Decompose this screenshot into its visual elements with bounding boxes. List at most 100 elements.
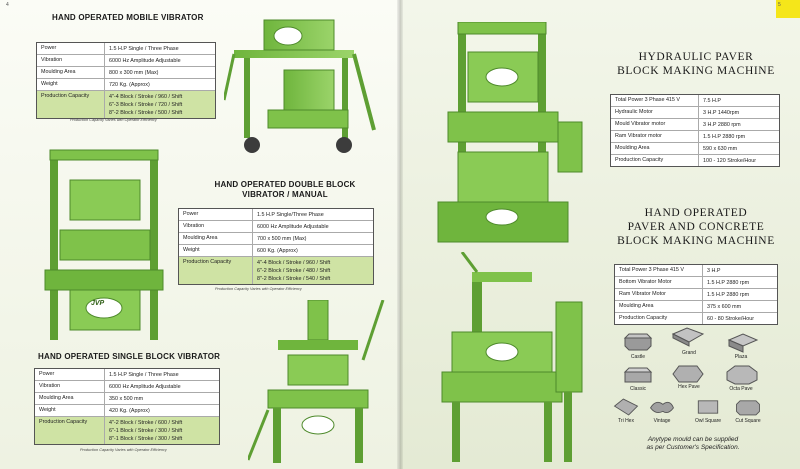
mould-label-plaza: Plaza	[734, 354, 748, 360]
spec-key: Total Power 3 Phase 415 V	[611, 95, 699, 106]
spec-key: Ram Vibrator motor	[611, 131, 699, 142]
spec-row: Ram Vibrator motor 1.5 H.P 2880 rpm	[611, 131, 779, 143]
single-block-machine-image	[248, 300, 385, 463]
spec-value-line: 4"-2 Block / Stroke / 600 / Shift	[109, 419, 183, 426]
spec-value: 7.5 H.P	[699, 95, 779, 106]
mould-classic-image	[623, 367, 653, 383]
mould-label-owl-square: Owl Square	[694, 418, 722, 424]
spec-value-line: 1.5 H.P Single / Three Phase	[109, 371, 179, 378]
spec-key: Production Capacity	[179, 257, 253, 284]
spec-value: 590 x 630 mm	[699, 143, 779, 154]
spec-value: 3 H.P 2880 rpm	[699, 119, 779, 130]
paver-title-line3: BLOCK MAKING MACHINE	[617, 235, 775, 247]
spec-key: Weight	[35, 405, 105, 416]
spec-value-line: 1.5 H.P 2880 rpm	[703, 133, 746, 140]
right-page-number: 5	[778, 2, 781, 8]
spec-value: 6000 Hz Amplitude Adjustable	[253, 221, 373, 232]
spec-value-line: 8"-2 Block / Stroke / 500 / Shift	[109, 109, 183, 116]
spec-value: 6000 Hz Amplitude Adjustable	[105, 55, 215, 66]
spec-value: 1.5 H.P Single / Three Phase	[105, 43, 215, 54]
spec-value: 720 Kg. (Approx)	[105, 79, 215, 90]
spec-key: Ram Vibrator Motor	[615, 289, 703, 300]
paver-title-line1: HAND OPERATED	[644, 207, 748, 219]
spec-value-line: 1.5 H.P 2880 rpm	[707, 291, 750, 298]
spec-value-line: 350 x 500 mm	[109, 395, 144, 402]
spec-value: 600 Kg. (Approx)	[253, 245, 373, 256]
spec-key: Mould Vibrator motor	[611, 119, 699, 130]
spec-value: 420 Kg. (Approx)	[105, 405, 219, 416]
mould-label-octa-pave: Octa Pave	[729, 386, 753, 392]
spec-value: 6000 Hz Amplitude Adjustable	[105, 381, 219, 392]
spec-value: 100 - 120 Stroke/Hour	[699, 155, 779, 166]
spec-row: Ram Vibrator Motor 1.5 H.P 2880 rpm	[615, 289, 777, 301]
spec-row: Moulding Area 350 x 500 mm	[35, 393, 219, 405]
mould-label-cut-square: Cut Square	[735, 418, 761, 424]
spec-value-line: 3 H.P 1440rpm	[703, 109, 740, 116]
mould-footnote-line1: Anytype mould can be supplied	[647, 436, 739, 443]
spec-key: Vibration	[179, 221, 253, 232]
double-block-note: Production Capacity Varies with Operator…	[215, 287, 302, 291]
hydraulic-spec-table: Total Power 3 Phase 415 V 7.5 H.P Hydrauli…	[610, 94, 780, 167]
mould-grand-image	[671, 327, 705, 347]
spec-key: Moulding Area	[37, 67, 105, 78]
spec-value-line: 4"-4 Block / Stroke / 960 / Shift	[257, 259, 331, 266]
mould-owl-square-image	[697, 400, 719, 414]
mobile-vibrator-note: Production Capacity Varies with Operator…	[70, 118, 157, 122]
spec-key: Total Power 3 Phase 415 V	[615, 265, 703, 276]
spec-value-line: 7.5 H.P	[703, 97, 721, 104]
page-gutter	[397, 0, 403, 469]
mould-plaza-image	[727, 333, 759, 353]
hydraulic-title-line1: HYDRAULIC PAVER	[638, 51, 754, 63]
mould-label-classic: Classic	[629, 386, 647, 392]
hydraulic-paver-machine-image	[437, 22, 583, 243]
mould-label-vintage: Vintage	[653, 418, 671, 424]
mould-label-tri-hex: Tri Hex	[618, 418, 634, 424]
spec-key: Vibration	[35, 381, 105, 392]
spec-value: 1.5 H.P 2880 rpm	[699, 131, 779, 142]
spec-value-line: 4"-4 Block / Stroke / 960 / Shift	[109, 93, 183, 100]
spec-key: Weight	[37, 79, 105, 90]
mould-octa-pave-image	[726, 365, 758, 385]
spec-value-line: 60 - 80 Stroke/Hour	[707, 315, 755, 322]
spec-key: Production Capacity	[35, 417, 105, 444]
spec-value-line: 6"-2 Block / Stroke / 480 / Shift	[257, 267, 331, 274]
spec-value-line: 700 x 500 mm (Max)	[257, 235, 307, 242]
spec-key: Bottom Vibrator Motor	[615, 277, 703, 288]
spec-key: Moulding Area	[35, 393, 105, 404]
single-block-note: Production Capacity Varies with Operator…	[80, 448, 167, 452]
spec-value-line: 1.5 H.P Single/Three Phase	[257, 211, 324, 218]
spec-value-line: 720 Kg. (Approx)	[109, 81, 150, 88]
spec-value-line: 1.5 H.P Single / Three Phase	[109, 45, 179, 52]
spec-key: Production Capacity	[37, 91, 105, 118]
mould-shapes-gallery: Castle Grand Plaza Classic Hex Pave Octa…	[613, 324, 773, 434]
double-block-title-line2: VIBRATOR / MANUAL	[242, 190, 328, 199]
spec-row: Vibration 6000 Hz Amplitude Adjustable	[179, 221, 373, 233]
mould-cut-square-image	[736, 400, 760, 416]
spec-value-line: 6"-3 Block / Stroke / 720 / Shift	[109, 101, 183, 108]
hydraulic-title-line2: BLOCK MAKING MACHINE	[617, 65, 775, 77]
double-block-title: HAND OPERATED DOUBLE BLOCK VIBRATOR / MA…	[190, 180, 380, 200]
spec-value: 1.5 H.P Single/Three Phase	[253, 209, 373, 220]
spec-value-line: 6000 Hz Amplitude Adjustable	[257, 223, 329, 230]
spec-value-line: 600 Kg. (Approx)	[257, 247, 298, 254]
mould-label-castle: Castle	[630, 354, 646, 360]
hand-paver-machine-image	[441, 252, 583, 462]
paver-title-line2: PAVER AND CONCRETE	[627, 221, 765, 233]
spec-key: Moulding Area	[611, 143, 699, 154]
